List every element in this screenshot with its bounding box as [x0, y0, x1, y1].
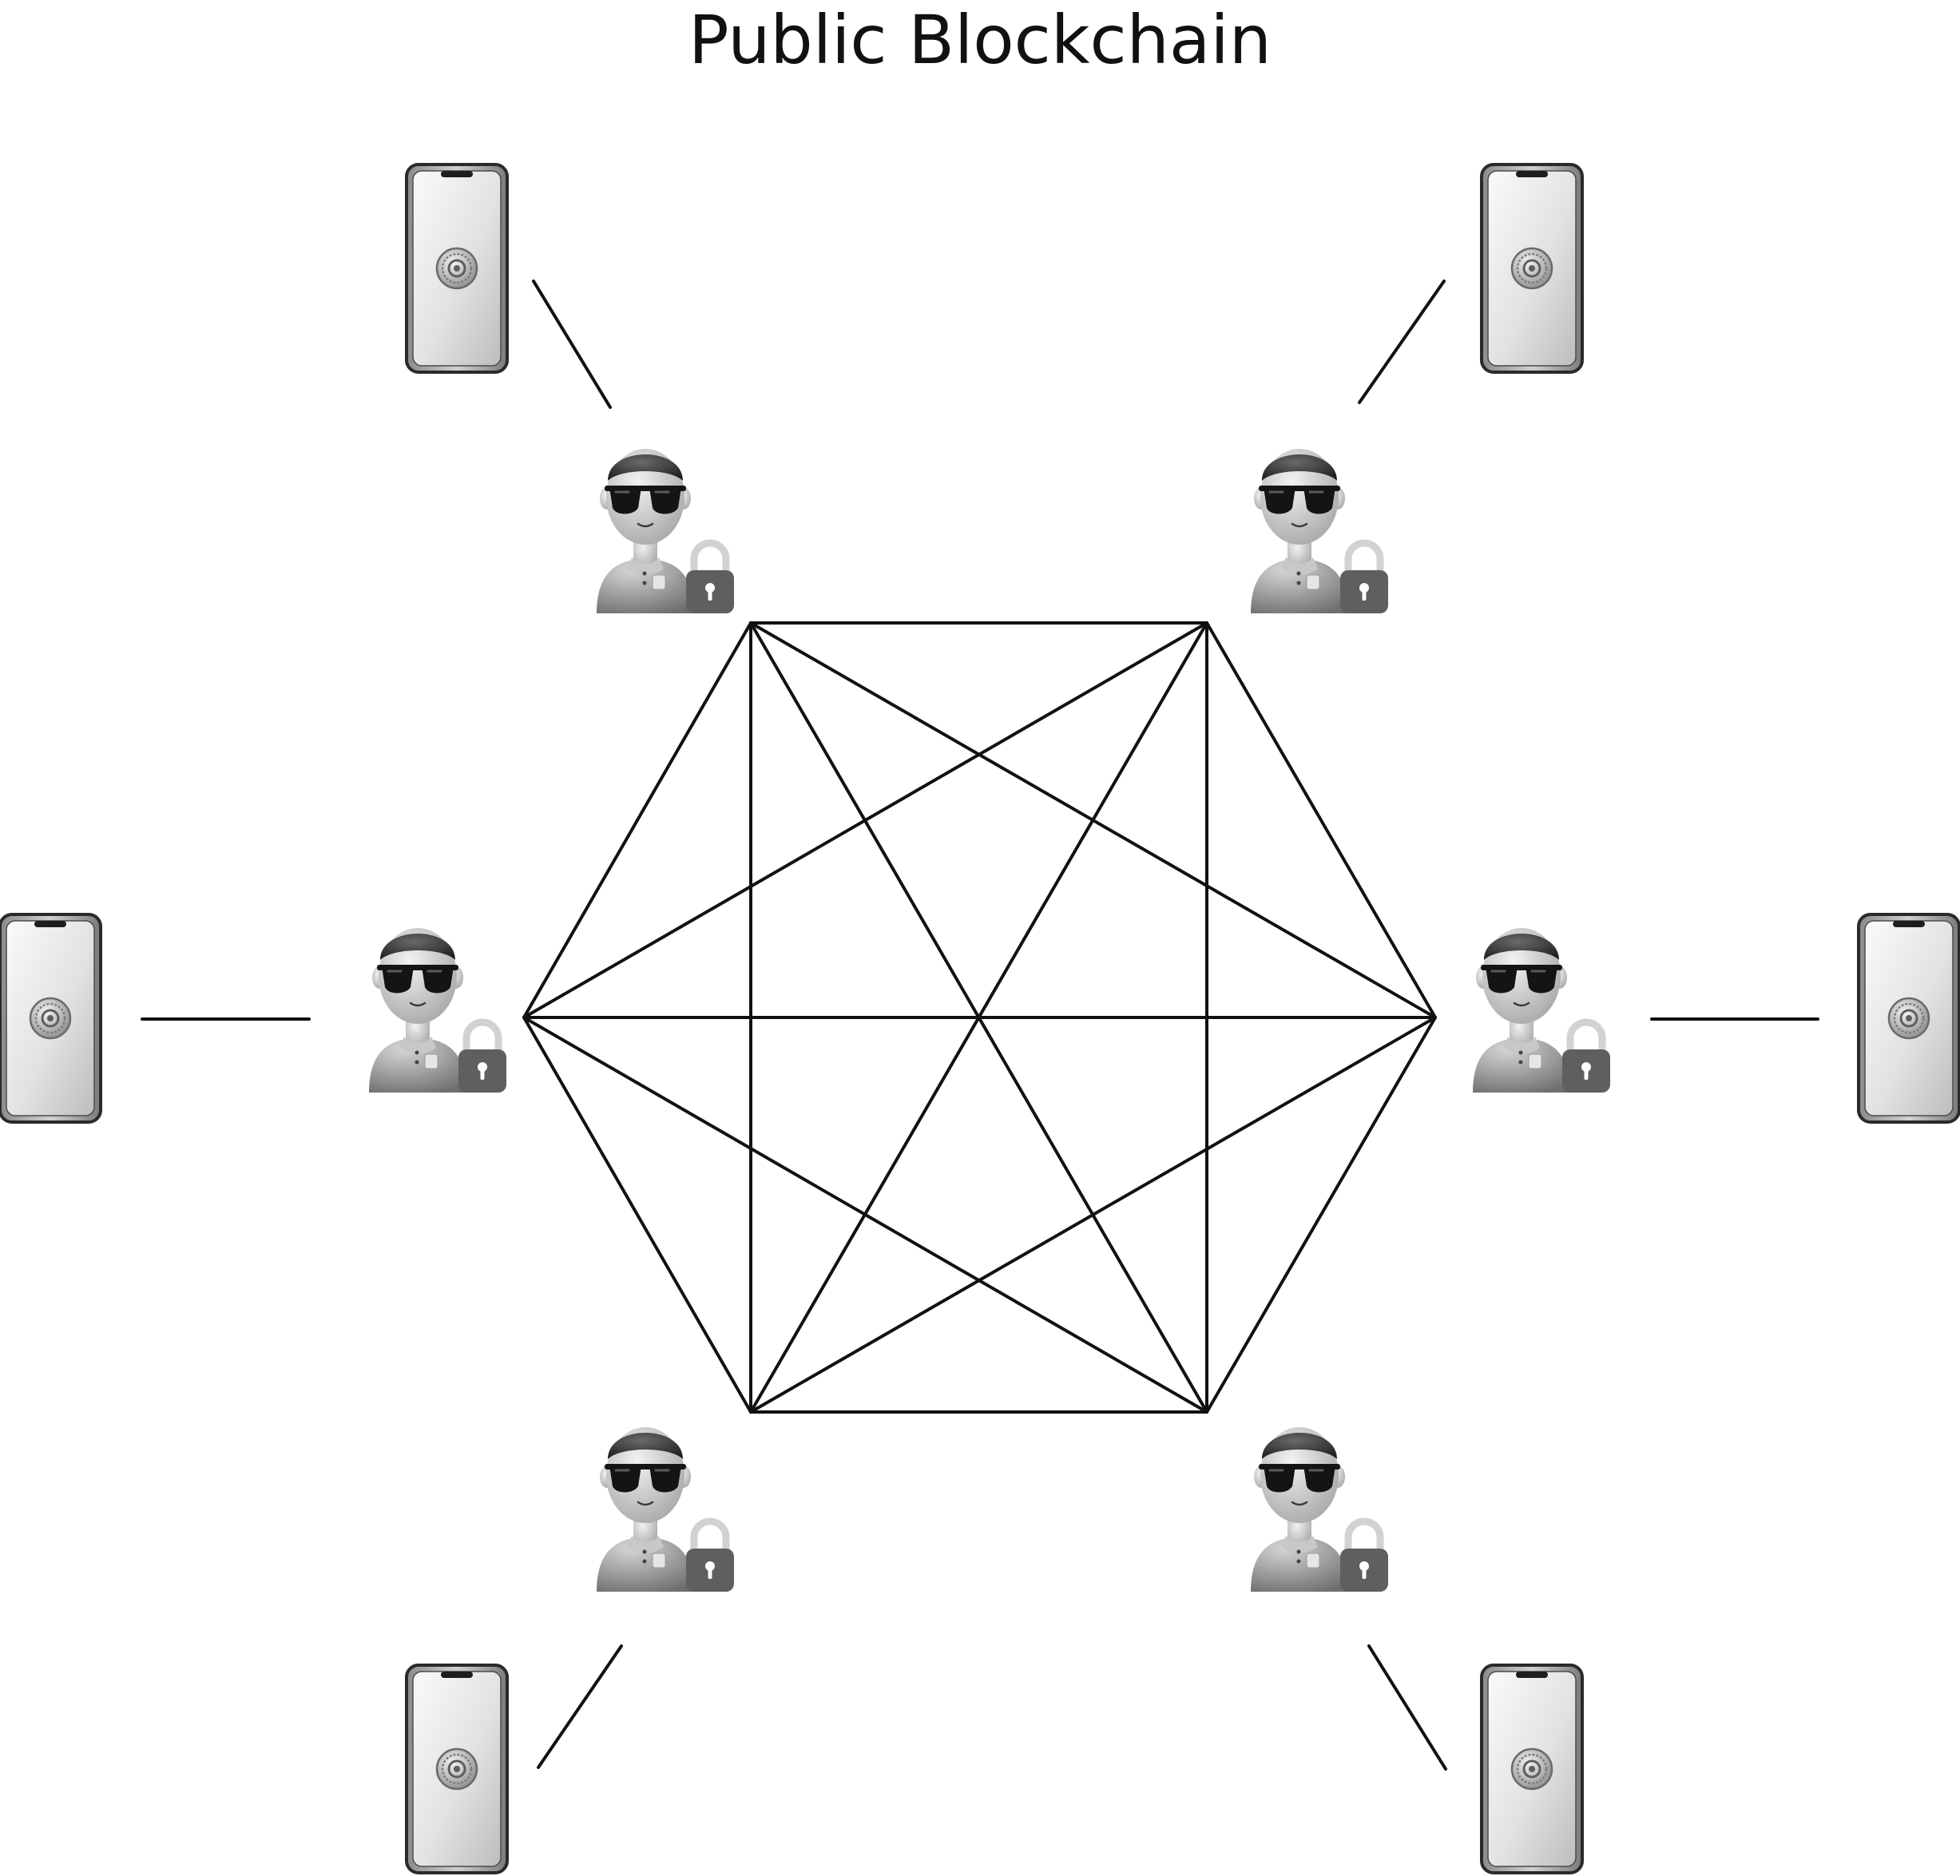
smartphone-icon: [1480, 1664, 1584, 1874]
smartphone-icon: [405, 163, 509, 374]
smartphone-icon: [1857, 913, 1960, 1124]
edge: [1205, 1016, 1437, 1414]
anonymous-user-lock-icon: [369, 928, 506, 1093]
smartphone-icon: [405, 1664, 509, 1874]
edge: [522, 621, 752, 1019]
device-connectors: [141, 280, 1819, 1771]
anonymous-user-lock-icon: [597, 449, 734, 613]
edge: [522, 621, 1208, 1019]
connector-top-left: [532, 280, 612, 409]
connector-bottom-right: [1367, 1644, 1447, 1771]
network-edges: [522, 621, 1437, 1414]
diagram-title: Public Blockchain: [688, 1, 1272, 79]
anonymous-user-lock-icon: [1473, 928, 1610, 1093]
edge: [522, 1016, 752, 1414]
smartphone-icon: [1480, 163, 1584, 374]
edge: [522, 1016, 1208, 1414]
edge: [749, 1016, 1437, 1414]
edge: [1205, 621, 1437, 1019]
connector-bottom-left: [537, 1644, 623, 1769]
anonymous-user-lock-icon: [1251, 449, 1388, 613]
connector-top-right: [1358, 280, 1446, 404]
anonymous-user-lock-icon: [1251, 1427, 1388, 1592]
anonymous-user-lock-icon: [597, 1427, 734, 1592]
smartphone-icon: [0, 913, 102, 1124]
